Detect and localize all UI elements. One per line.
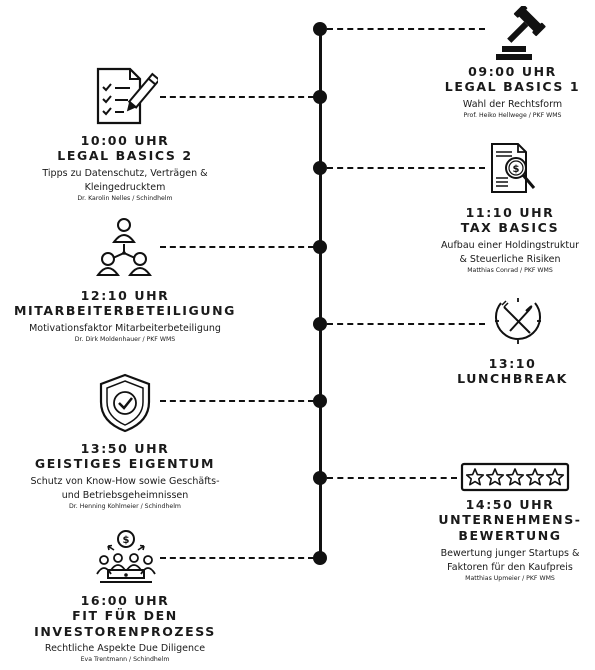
connector-6	[160, 400, 314, 402]
timeline-dot-1	[313, 22, 327, 36]
shield-check-icon	[99, 373, 151, 433]
timeline-dot-3	[313, 161, 327, 175]
session-time: 13:10	[488, 356, 537, 371]
session-title: MITARBEITERBETEILIGUNG	[13, 303, 237, 318]
session-1: 09:00 UHR LEGAL BASICS 1 Wahl der Rechts…	[430, 64, 595, 120]
timeline-dot-7	[313, 471, 327, 485]
clock-cutlery-icon	[495, 298, 541, 344]
gavel-icon	[496, 6, 546, 60]
session-4: 12:10 UHR MITARBEITERBETEILIGUNG Motivat…	[0, 288, 250, 344]
session-speaker: Matthias Upmeier / PKF WMS	[465, 575, 555, 582]
connector-1	[327, 28, 485, 30]
svg-text:$: $	[513, 164, 520, 175]
timeline-dot-2	[313, 90, 327, 104]
timeline-dot-4	[313, 240, 327, 254]
session-5: 13:10 LUNCHBREAK	[430, 356, 595, 387]
session-7: 14:50 UHR UNTERNEHMENS- BEWERTUNG Bewert…	[425, 497, 595, 583]
connector-5	[327, 323, 485, 325]
session-time: 12:10 UHR	[80, 288, 170, 303]
session-speaker: Matthias Conrad / PKF WMS	[467, 267, 553, 274]
session-description: Faktoren für den Kaufpreis	[447, 562, 573, 573]
connector-4	[160, 246, 314, 248]
session-speaker: Prof. Heiko Hellwege / PKF WMS	[463, 112, 562, 119]
session-8: 16:00 UHR FIT FÜR DEN INVESTORENPROZESS …	[0, 593, 250, 664]
session-time: 11:10 UHR	[465, 205, 555, 220]
session-description: Motivationsfaktor Mitarbeiterbeteiligung	[29, 323, 221, 334]
people-network-icon	[96, 218, 152, 276]
session-time: 16:00 UHR	[80, 593, 170, 608]
connector-8	[160, 557, 314, 559]
connector-2	[160, 96, 314, 98]
session-description: Schutz von Know-How sowie Geschäfts-	[30, 476, 220, 487]
session-title: BEWERTUNG	[458, 528, 562, 543]
session-description: und Betriebsgeheimnissen	[61, 490, 189, 501]
session-description: Tipps zu Datenschutz, Verträgen &	[42, 168, 208, 179]
session-time: 14:50 UHR	[465, 497, 555, 512]
session-description: Kleingedrucktem	[84, 182, 166, 193]
session-title: FIT FÜR DEN	[72, 608, 178, 623]
session-description: Wahl der Rechtsform	[462, 99, 563, 110]
timeline-dot-5	[313, 317, 327, 331]
session-title: INVESTORENPROZESS	[34, 624, 216, 639]
timeline-dot-6	[313, 394, 327, 408]
timeline-dot-8	[313, 551, 327, 565]
session-6: 13:50 UHR GEISTIGES EIGENTUM Schutz von …	[0, 441, 250, 511]
session-speaker: Eva Trentmann / Schindhelm	[80, 656, 170, 663]
session-description: Bewertung junger Startups &	[440, 548, 580, 559]
session-2: 10:00 UHR LEGAL BASICS 2 Tipps zu Datens…	[0, 133, 250, 203]
svg-text:$: $	[123, 535, 130, 546]
session-title: LEGAL BASICS 1	[444, 79, 581, 94]
session-description: Aufbau einer Holdingstruktur	[440, 240, 580, 251]
session-speaker: Dr. Henning Kohlmeier / Schindhelm	[69, 503, 181, 510]
session-speaker: Dr. Karolin Nelles / Schindhelm	[77, 195, 173, 202]
session-title: TAX BASICS	[460, 220, 560, 235]
timeline-line	[319, 28, 322, 558]
investor-meeting-icon: $	[96, 530, 156, 583]
session-3: 11:10 UHR TAX BASICS Aufbau einer Holdin…	[425, 205, 595, 275]
session-description: & Steuerliche Risiken	[459, 254, 561, 265]
contract-pen-icon	[96, 67, 158, 125]
connector-7	[327, 477, 457, 479]
session-time: 10:00 UHR	[80, 133, 170, 148]
tax-document-icon: $	[491, 143, 536, 193]
session-time: 09:00 UHR	[468, 64, 557, 79]
session-title: LUNCHBREAK	[457, 371, 568, 386]
connector-3	[327, 167, 485, 169]
session-title: UNTERNEHMENS-	[438, 512, 582, 527]
five-stars-icon	[460, 462, 570, 492]
session-description: Rechtliche Aspekte Due Diligence	[44, 643, 206, 654]
session-speaker: Dr. Dirk Moldenhauer / PKF WMS	[74, 336, 176, 343]
session-title: LEGAL BASICS 2	[57, 148, 193, 163]
session-title: GEISTIGES EIGENTUM	[34, 456, 216, 471]
session-time: 13:50 UHR	[80, 441, 170, 456]
